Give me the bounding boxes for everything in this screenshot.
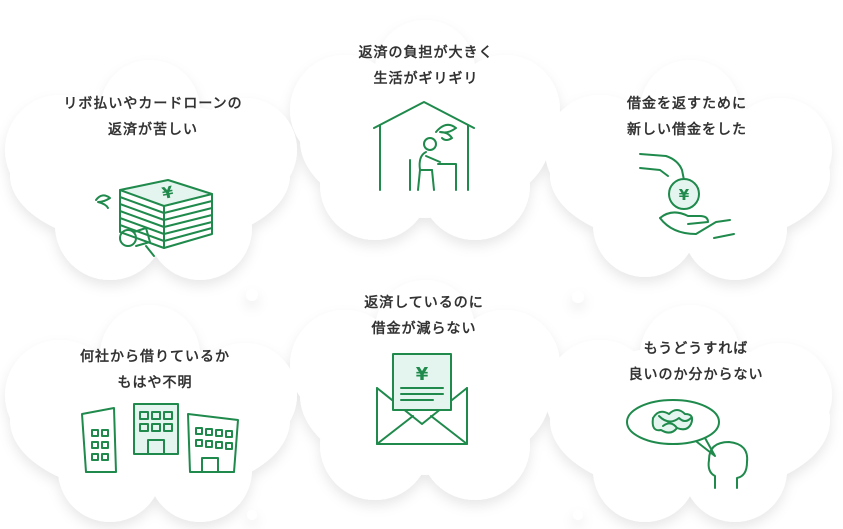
caption-6: もうどうすれば 良いのか分からない <box>576 336 816 388</box>
cloud-1 <box>5 60 297 280</box>
confused-thought-head-icon <box>625 398 765 490</box>
caption-4-line-2: もはや不明 <box>117 375 193 391</box>
caption-4-line-1: 何社から借りているか <box>80 349 230 365</box>
caption-1: リボ払いやカードローンの 返済が苦しい <box>33 91 273 143</box>
caption-6-line-2: 良いのか分からない <box>628 367 764 383</box>
caption-5: 返済しているのに 借金が減らない <box>304 290 544 342</box>
cloud-6 <box>545 305 832 522</box>
caption-1-line-2: 返済が苦しい <box>108 122 198 138</box>
cloud-3 <box>545 60 832 280</box>
money-stack-crush-icon: ¥ <box>88 150 218 258</box>
caption-3: 借金を返すために 新しい借金をした <box>567 91 807 143</box>
yen-envelope-icon: ¥ <box>375 350 470 446</box>
caption-5-line-1: 返済しているのに <box>364 295 484 311</box>
caption-2-line-1: 返済の負担が大きく <box>358 45 494 61</box>
caption-3-line-1: 借金を返すために <box>627 96 747 112</box>
hand-coin-exchange-icon: ¥ <box>638 150 738 245</box>
caption-4: 何社から借りているか もはや不明 <box>35 344 275 396</box>
caption-2-line-2: 生活がギリギリ <box>373 71 479 87</box>
house-sitting-person-icon <box>372 92 477 192</box>
yen-mark-5: ¥ <box>416 364 429 385</box>
caption-1-line-1: リボ払いやカードローンの <box>63 96 243 112</box>
caption-2: 返済の負担が大きく 生活がギリギリ <box>306 40 546 92</box>
yen-mark-3: ¥ <box>679 186 690 204</box>
buildings-icon <box>80 402 240 473</box>
caption-3-line-2: 新しい借金をした <box>627 122 747 138</box>
yen-mark-1: ¥ <box>160 182 175 203</box>
caption-6-line-1: もうどうすれば <box>643 341 749 357</box>
caption-5-line-2: 借金が減らない <box>371 321 477 337</box>
